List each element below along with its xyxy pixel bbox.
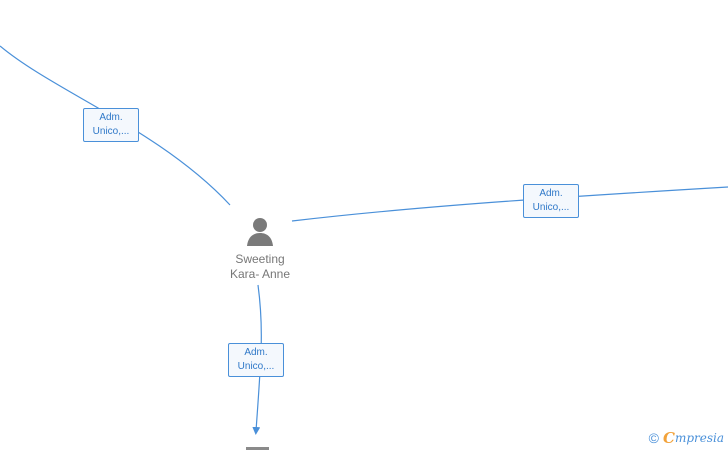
empresia-logo-initial: C bbox=[662, 429, 675, 447]
empresia-logo-text: mpresia bbox=[674, 431, 724, 445]
person-name-line2: Kara- Anne bbox=[229, 267, 291, 281]
edge-label-role-right: Adm. bbox=[539, 188, 563, 199]
edge-label-detail-right: Unico,... bbox=[532, 202, 570, 213]
empresia-watermark: © C mpresia bbox=[649, 430, 724, 446]
edge-label-right[interactable]: Adm. Unico,... bbox=[523, 184, 579, 218]
bottom-node-stub bbox=[246, 447, 269, 450]
person-node[interactable]: Sweeting Kara- Anne bbox=[214, 216, 306, 282]
person-name-line1: Sweeting bbox=[235, 252, 285, 266]
edge-label-detail-bottom: Unico,... bbox=[237, 361, 275, 372]
edge-label-role-bottom: Adm. bbox=[244, 347, 268, 358]
edge-label-top-left[interactable]: Adm. Unico,... bbox=[83, 108, 139, 142]
person-icon bbox=[247, 218, 273, 246]
edge-line-right[interactable] bbox=[291, 186, 728, 222]
edge-label-detail-top-left: Unico,... bbox=[92, 126, 130, 137]
edge-label-role-top-left: Adm. bbox=[99, 112, 123, 123]
copyright-icon: © bbox=[648, 430, 659, 446]
edge-label-bottom[interactable]: Adm. Unico,... bbox=[228, 343, 284, 377]
